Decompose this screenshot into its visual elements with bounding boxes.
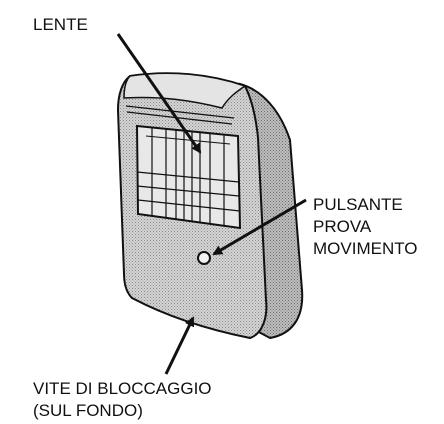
test-button-label-line-2: PROVA — [313, 217, 372, 236]
screw-leader-arrow — [164, 316, 195, 375]
button-leader-arrow — [212, 198, 307, 256]
test-button[interactable] — [197, 251, 211, 265]
lens-window — [135, 124, 242, 230]
lens-label: LENTE — [33, 14, 88, 36]
locking-screw-label: VITE DI BLOCCAGGIO (SUL FONDO) — [33, 378, 212, 422]
test-button-label-line-3: MOVIMENTO — [313, 239, 418, 258]
test-button-label-line-1: PULSANTE — [313, 195, 403, 214]
lens-label-text: LENTE — [33, 15, 88, 34]
locking-screw-label-line-2: (SUL FONDO) — [33, 401, 143, 420]
locking-screw-label-line-1: VITE DI BLOCCAGGIO — [33, 379, 212, 398]
test-button-label: PULSANTE PROVA MOVIMENTO — [313, 194, 418, 260]
housing-top-bevel — [123, 72, 247, 109]
lens-leader-arrow — [116, 33, 202, 154]
